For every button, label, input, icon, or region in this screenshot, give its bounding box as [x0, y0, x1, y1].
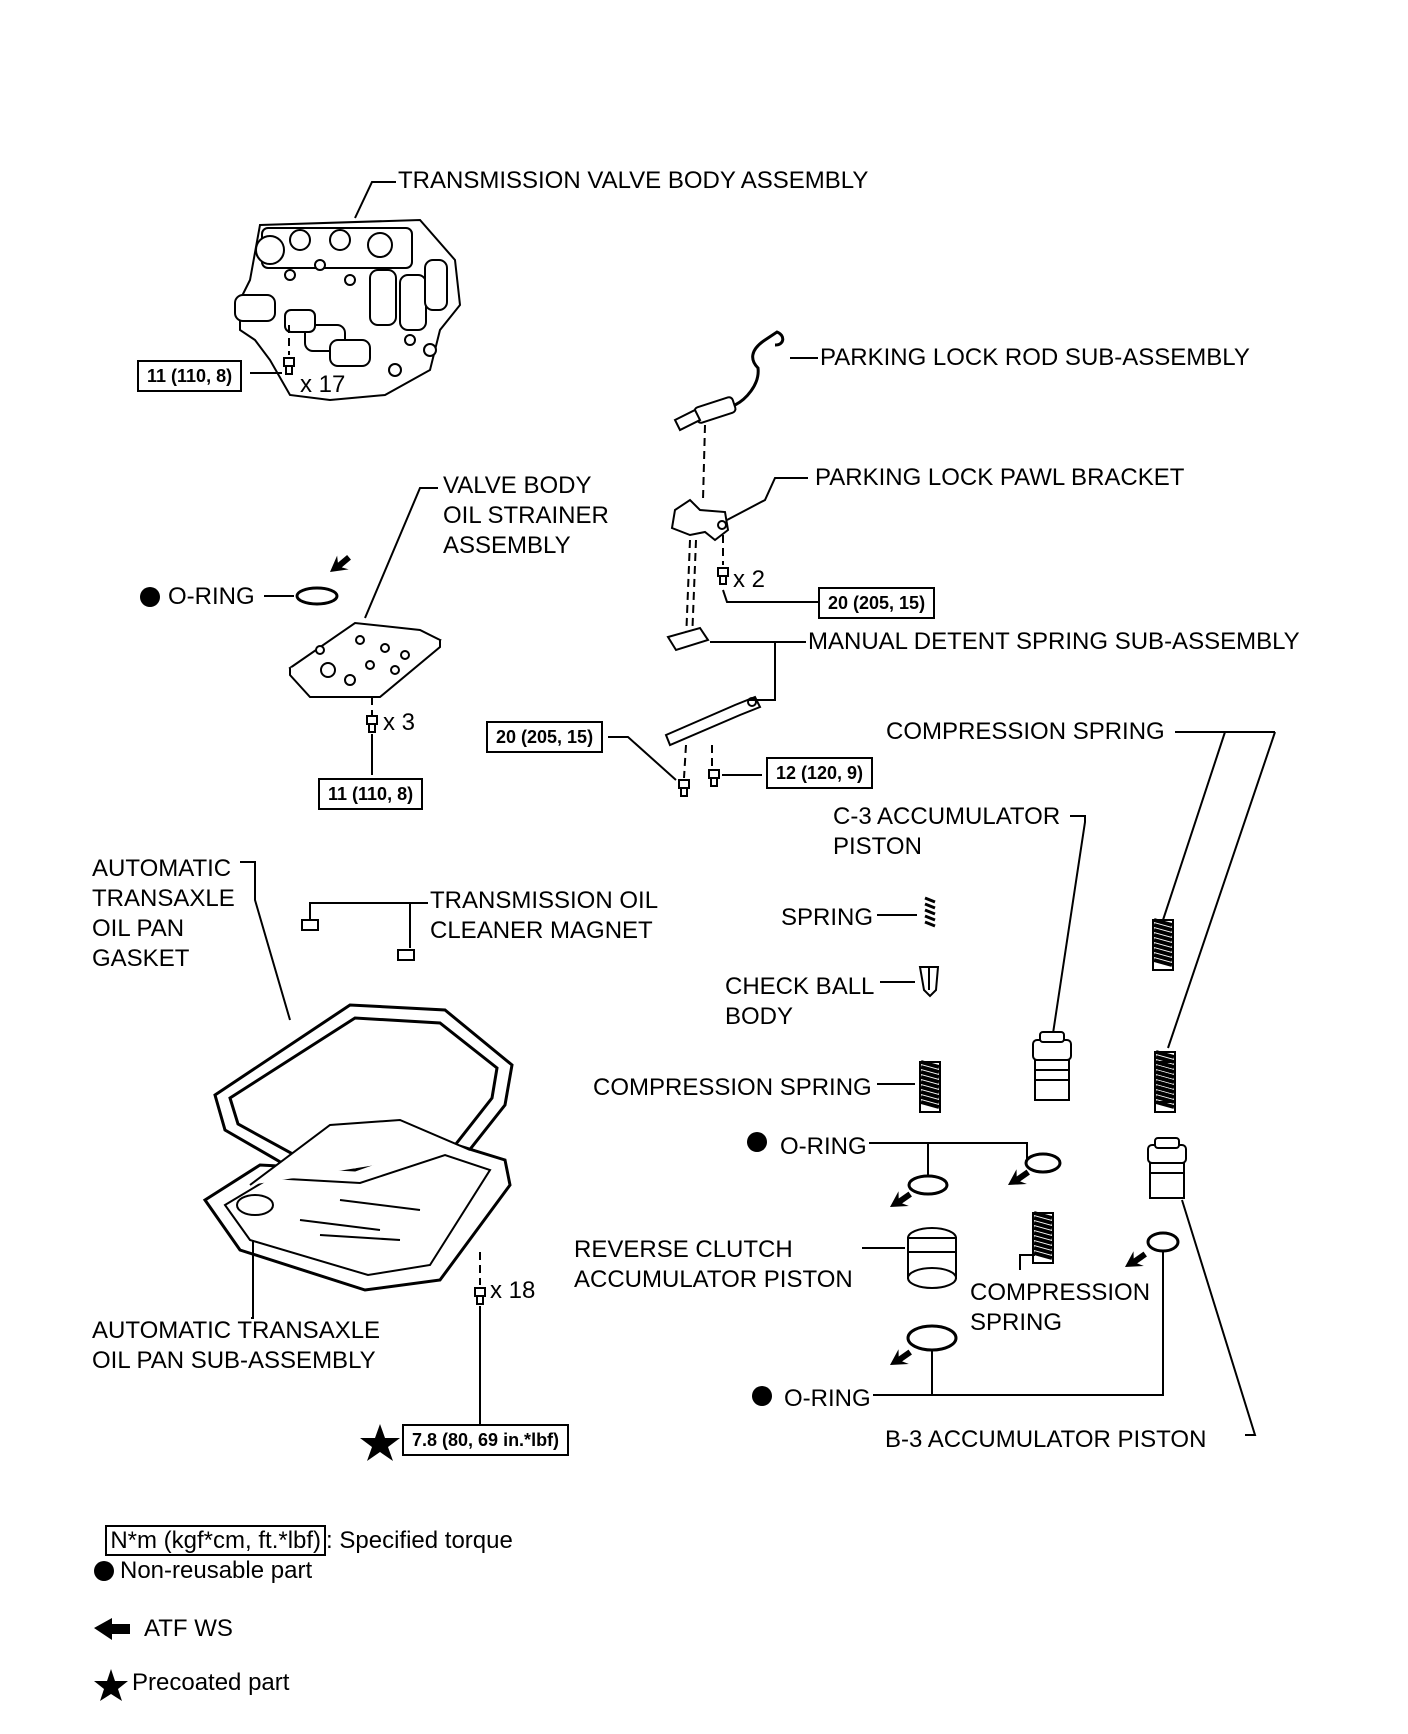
small-spring-illustration: [924, 896, 936, 928]
parking-lock-rod-illustration: [734, 330, 785, 407]
label-valve-body: TRANSMISSION VALVE BODY ASSEMBLY: [398, 167, 869, 194]
parking-lock-pawl-bracket-illustration: [670, 498, 730, 542]
o-ring-strainer-icon: [295, 586, 339, 606]
atf-arrow-icon: [94, 1618, 130, 1640]
label-reverse-2: ACCUMULATOR PISTON: [574, 1266, 853, 1293]
oil-strainer-illustration: [288, 621, 442, 698]
label-comp-spring-top: COMPRESSION SPRING: [886, 718, 1165, 745]
reverse-clutch-piston-illustration: [907, 1227, 957, 1289]
legend-precoated: Precoated part: [132, 1669, 290, 1696]
check-ball-body-illustration: [918, 966, 940, 998]
label-manual-detent: MANUAL DETENT SPRING SUB-ASSEMBLY: [808, 628, 1300, 655]
label-gasket-3: OIL PAN: [92, 915, 185, 942]
torque-pawl: 20 (205, 15): [818, 587, 936, 619]
o-ring-mid-1-icon: [907, 1174, 949, 1196]
label-comp-spring-mid: COMPRESSION SPRING: [593, 1074, 872, 1101]
legend-torque: N*m (kgf*cm, ft.*lbf): Specified torque: [92, 1496, 513, 1556]
non-reusable-circle-icon: [94, 1561, 114, 1581]
label-comp-spring-low-1: COMPRESSION: [970, 1279, 1151, 1306]
label-check-ball-2: BODY: [725, 1003, 794, 1030]
label-gasket-4: GASKET: [92, 945, 190, 972]
label-gasket-2: TRANSAXLE: [92, 885, 235, 912]
torque-oil-pan: 7.8 (80, 69 in.*lbf): [402, 1424, 570, 1456]
torque-detent-left: 20 (205, 15): [486, 721, 604, 753]
torque-valve-body: 11 (110, 8): [137, 360, 243, 392]
magnet-1: [301, 919, 319, 931]
qty-pawl-bolts: x 2: [733, 566, 766, 593]
c3-piston-illustration: [1032, 1031, 1072, 1101]
oil-pan-illustration: [202, 1118, 512, 1292]
o-ring-b3-icon: [1146, 1231, 1180, 1253]
o-ring-mid-2-icon: [1024, 1152, 1062, 1174]
label-c3-1: C-3 ACCUMULATOR: [833, 803, 1061, 830]
legend-torque-text: : Specified torque: [326, 1527, 513, 1554]
label-parking-pawl: PARKING LOCK PAWL BRACKET: [815, 464, 1185, 491]
label-parking-rod: PARKING LOCK ROD SUB-ASSEMBLY: [820, 344, 1250, 371]
legend-non-reusable: Non-reusable part: [120, 1557, 313, 1584]
label-pan-1: AUTOMATIC TRANSAXLE: [92, 1317, 381, 1344]
legend-torque-box: N*m (kgf*cm, ft.*lbf): [105, 1525, 327, 1556]
label-oring-bottom: O-RING: [784, 1385, 871, 1412]
label-magnet-2: CLEANER MAGNET: [430, 917, 653, 944]
torque-detent-right: 12 (120, 9): [766, 757, 874, 789]
o-ring-bottom-icon: [906, 1324, 958, 1352]
label-magnet-1: TRANSMISSION OIL: [430, 887, 659, 914]
magnet-2: [397, 949, 415, 961]
b3-piston-illustration: [1147, 1137, 1187, 1199]
valve-body-illustration: [234, 218, 462, 402]
precoated-star-icon: [360, 1424, 400, 1461]
label-check-ball-1: CHECK BALL: [725, 973, 875, 1000]
torque-strainer: 11 (110, 8): [318, 778, 424, 810]
label-comp-spring-low-2: SPRING: [970, 1309, 1063, 1336]
label-reverse-1: REVERSE CLUTCH: [574, 1236, 793, 1263]
label-pan-2: OIL PAN SUB-ASSEMBLY: [92, 1347, 376, 1374]
label-oring-mid: O-RING: [780, 1133, 867, 1160]
label-strainer-1: VALVE BODY: [443, 472, 592, 499]
label-strainer-2: OIL STRAINER: [443, 502, 609, 529]
label-spring: SPRING: [781, 904, 874, 931]
label-oring-strainer: O-RING: [168, 583, 255, 610]
qty-strainer-bolts: x 3: [383, 709, 416, 736]
qty-pan-bolts: x 18: [490, 1277, 536, 1304]
qty-valve-bolts: x 17: [300, 371, 346, 398]
compression-spring-top-1: [1151, 918, 1175, 972]
label-gasket-1: AUTOMATIC: [92, 855, 232, 882]
legend-atf: ATF WS: [144, 1615, 233, 1642]
label-c3-2: PISTON: [833, 833, 922, 860]
manual-detent-spring-illustration: [664, 626, 762, 747]
label-b3: B-3 ACCUMULATOR PISTON: [885, 1426, 1207, 1453]
precoated-legend-star-icon: [94, 1669, 128, 1701]
label-strainer-3: ASSEMBLY: [443, 532, 571, 559]
